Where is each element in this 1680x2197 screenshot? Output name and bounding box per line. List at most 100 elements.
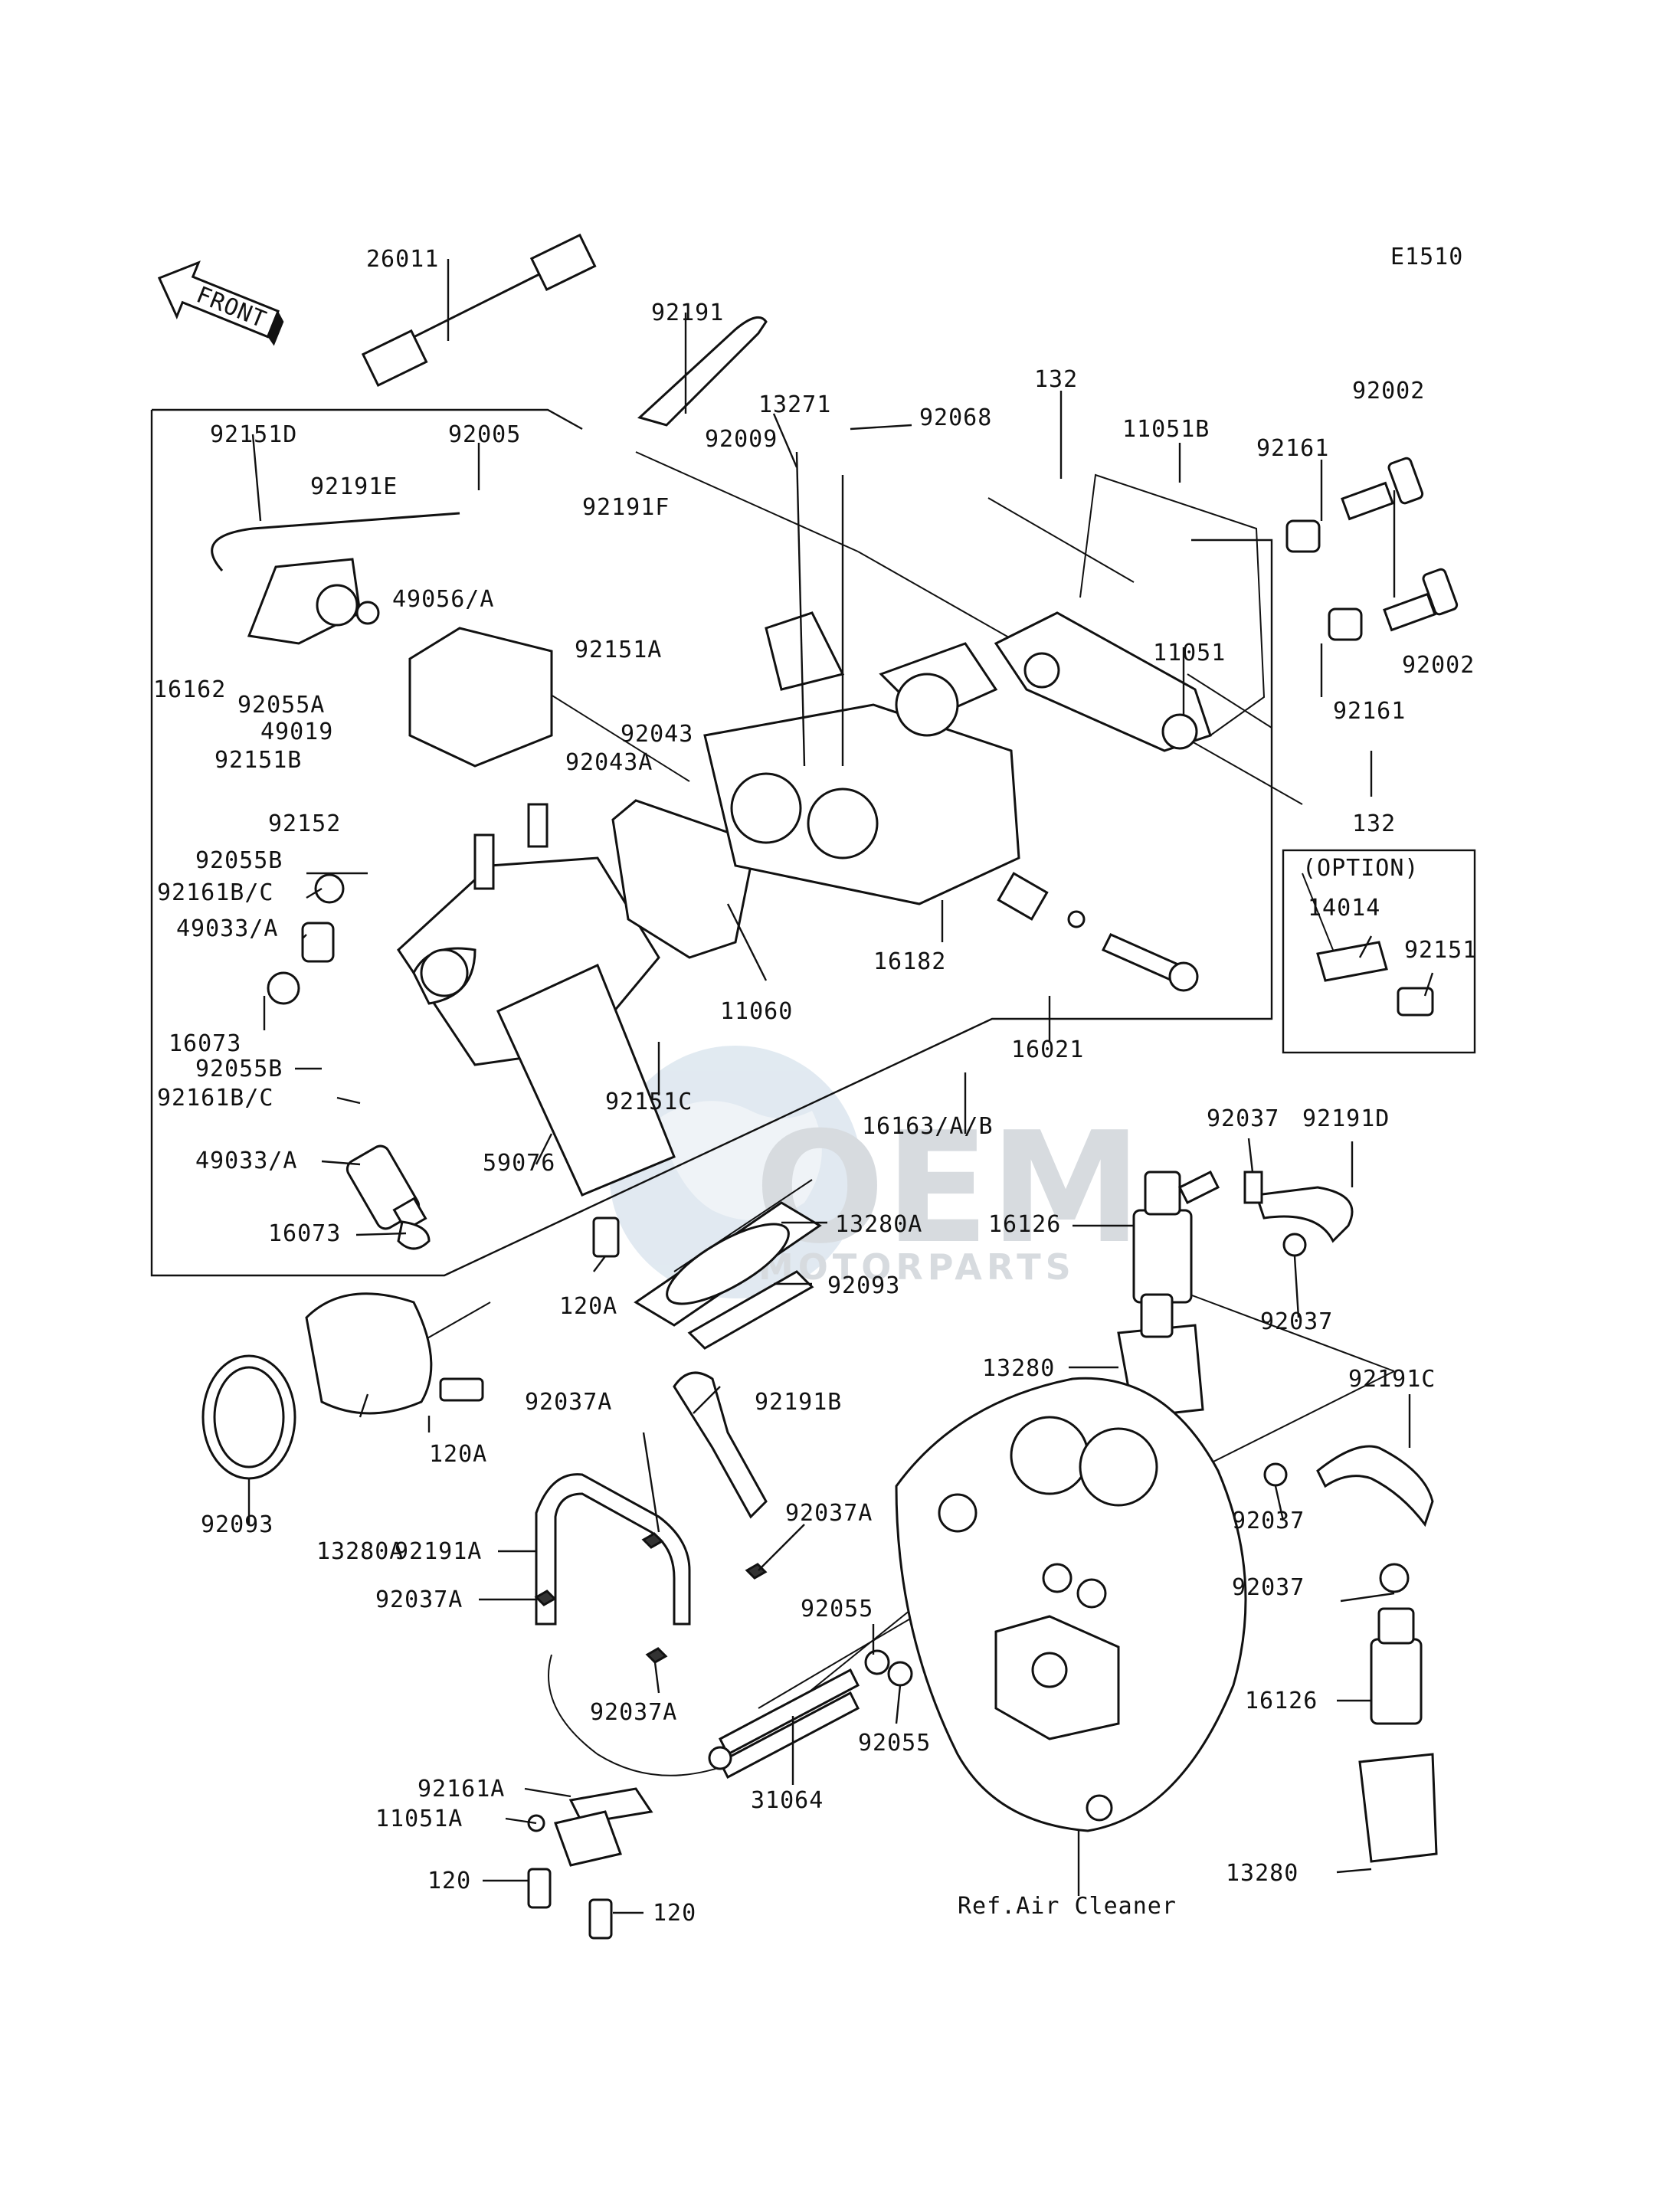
front-label: FRONT <box>192 281 270 333</box>
part-label: 132 <box>1034 366 1078 393</box>
part-label: 92191 <box>651 300 724 326</box>
part-label: 92161A <box>418 1776 505 1802</box>
injector-upper <box>267 873 345 1005</box>
part-label: 11060 <box>720 998 793 1025</box>
diagram-code: E1510 <box>1390 244 1463 270</box>
part-label: 16073 <box>169 1030 241 1057</box>
watermark-logo: OEM MOTORPARTS <box>609 1046 1142 1298</box>
hose-92191B <box>673 1371 768 1519</box>
part-label: 92055B <box>195 847 283 874</box>
part-label: 92191F <box>582 494 670 521</box>
pipe-31064 <box>708 1649 913 1780</box>
part-label: 132 <box>1352 810 1396 837</box>
hose-92191C <box>1316 1445 1434 1527</box>
leader-lines <box>247 259 1434 1914</box>
part-label: 92161 <box>1333 698 1406 725</box>
part-label: 120A <box>429 1441 487 1468</box>
part-label: 92009 <box>705 426 778 453</box>
part-label: 16021 <box>1011 1036 1084 1063</box>
part-label: 13280 <box>1226 1860 1298 1887</box>
part-label: 92055A <box>237 692 325 719</box>
ref-label: Ref.Air Cleaner <box>958 1893 1177 1920</box>
part-label: 92037 <box>1232 1574 1305 1601</box>
part-label: 92037 <box>1232 1508 1305 1534</box>
part-label: 92055 <box>801 1596 873 1622</box>
part-label: 92152 <box>268 810 341 837</box>
gasket-11060 <box>611 799 752 959</box>
option-label: (OPTION) <box>1302 855 1420 882</box>
part-label: 120A <box>559 1293 617 1320</box>
idle-control <box>997 872 1199 992</box>
part-label: 11051A <box>375 1806 463 1832</box>
holder-13280A-lower <box>201 1292 484 1480</box>
part-label: 16182 <box>873 948 946 975</box>
part-label: 16073 <box>268 1220 341 1247</box>
part-label: 49019 <box>260 719 333 745</box>
part-label: 92002 <box>1352 378 1425 404</box>
part-label: 92151 <box>1404 937 1477 964</box>
part-label: 13280A <box>835 1211 922 1238</box>
fuel-filter-upper <box>1132 1170 1220 1304</box>
part-label: 16162 <box>153 676 226 703</box>
throttle-body <box>703 611 1020 905</box>
fuel-rail <box>397 627 676 1197</box>
hose-92191D <box>1243 1171 1354 1257</box>
part-label: 92191D <box>1302 1105 1390 1132</box>
part-label: 92151B <box>215 747 302 774</box>
part-label: 92005 <box>448 421 521 448</box>
watermark-line2: MOTORPARTS <box>758 1246 1076 1288</box>
front-arrow-icon: FRONT <box>157 260 284 346</box>
option-bracket <box>1316 941 1434 1017</box>
bracket-11051 <box>994 473 1266 752</box>
part-label: 49056/A <box>392 586 494 613</box>
fuel-filter-lower <box>1370 1563 1423 1725</box>
watermark-line1: OEM <box>755 1099 1142 1278</box>
part-label: 92191B <box>755 1389 842 1416</box>
pressure-regulator <box>211 512 460 645</box>
part-labels: 26011 92191 92151D 92005 13271 92009 920… <box>153 246 1477 1927</box>
part-label: 92002 <box>1402 652 1475 679</box>
part-label: 92055 <box>858 1730 931 1757</box>
clip-92037A <box>534 1532 768 1664</box>
part-label: 92037A <box>590 1699 677 1726</box>
part-label: 16126 <box>988 1211 1061 1238</box>
hose-connector <box>548 1654 736 1776</box>
part-label: 31064 <box>751 1787 824 1814</box>
part-label: 92093 <box>827 1272 900 1299</box>
part-label: 92037 <box>1207 1105 1279 1132</box>
part-label: 92037A <box>525 1389 612 1416</box>
part-label: 92068 <box>919 404 992 431</box>
part-label: 92043 <box>621 721 693 748</box>
part-label: 92191A <box>395 1538 482 1565</box>
part-label: 92151A <box>575 637 662 663</box>
assembly-outline-upper <box>150 408 1273 1277</box>
part-label: 92161B/C <box>157 1085 274 1112</box>
part-label: 92037A <box>375 1586 463 1613</box>
part-label: 92161 <box>1256 435 1329 462</box>
part-label: 92037 <box>1260 1308 1333 1335</box>
holder-13280A <box>592 1201 822 1350</box>
part-label: 120 <box>427 1868 471 1894</box>
part-label: 13280 <box>982 1355 1055 1382</box>
part-label: 16126 <box>1245 1688 1318 1714</box>
part-label: 11051B <box>1122 416 1210 443</box>
clamp-92037 <box>1263 1462 1288 1487</box>
part-label: 92191E <box>310 473 398 500</box>
bolts-92002 <box>1285 457 1459 641</box>
part-label: 49033/A <box>195 1148 297 1174</box>
bracket-lower <box>527 1787 653 1940</box>
part-label: 92151C <box>605 1089 693 1115</box>
hose-92191 <box>637 316 768 427</box>
injector-lower <box>345 1144 431 1250</box>
part-label: 92037A <box>785 1500 873 1527</box>
holder-13280-lower <box>1358 1753 1438 1863</box>
part-label: 13271 <box>758 391 831 418</box>
part-label: 92093 <box>201 1511 273 1538</box>
part-label: 92191C <box>1348 1366 1436 1393</box>
part-label: 120 <box>653 1900 696 1927</box>
part-label: 11051 <box>1153 640 1226 666</box>
part-label: 16163/A/B <box>862 1113 994 1140</box>
part-label: 14014 <box>1308 895 1380 922</box>
part-label: 59076 <box>483 1150 555 1177</box>
